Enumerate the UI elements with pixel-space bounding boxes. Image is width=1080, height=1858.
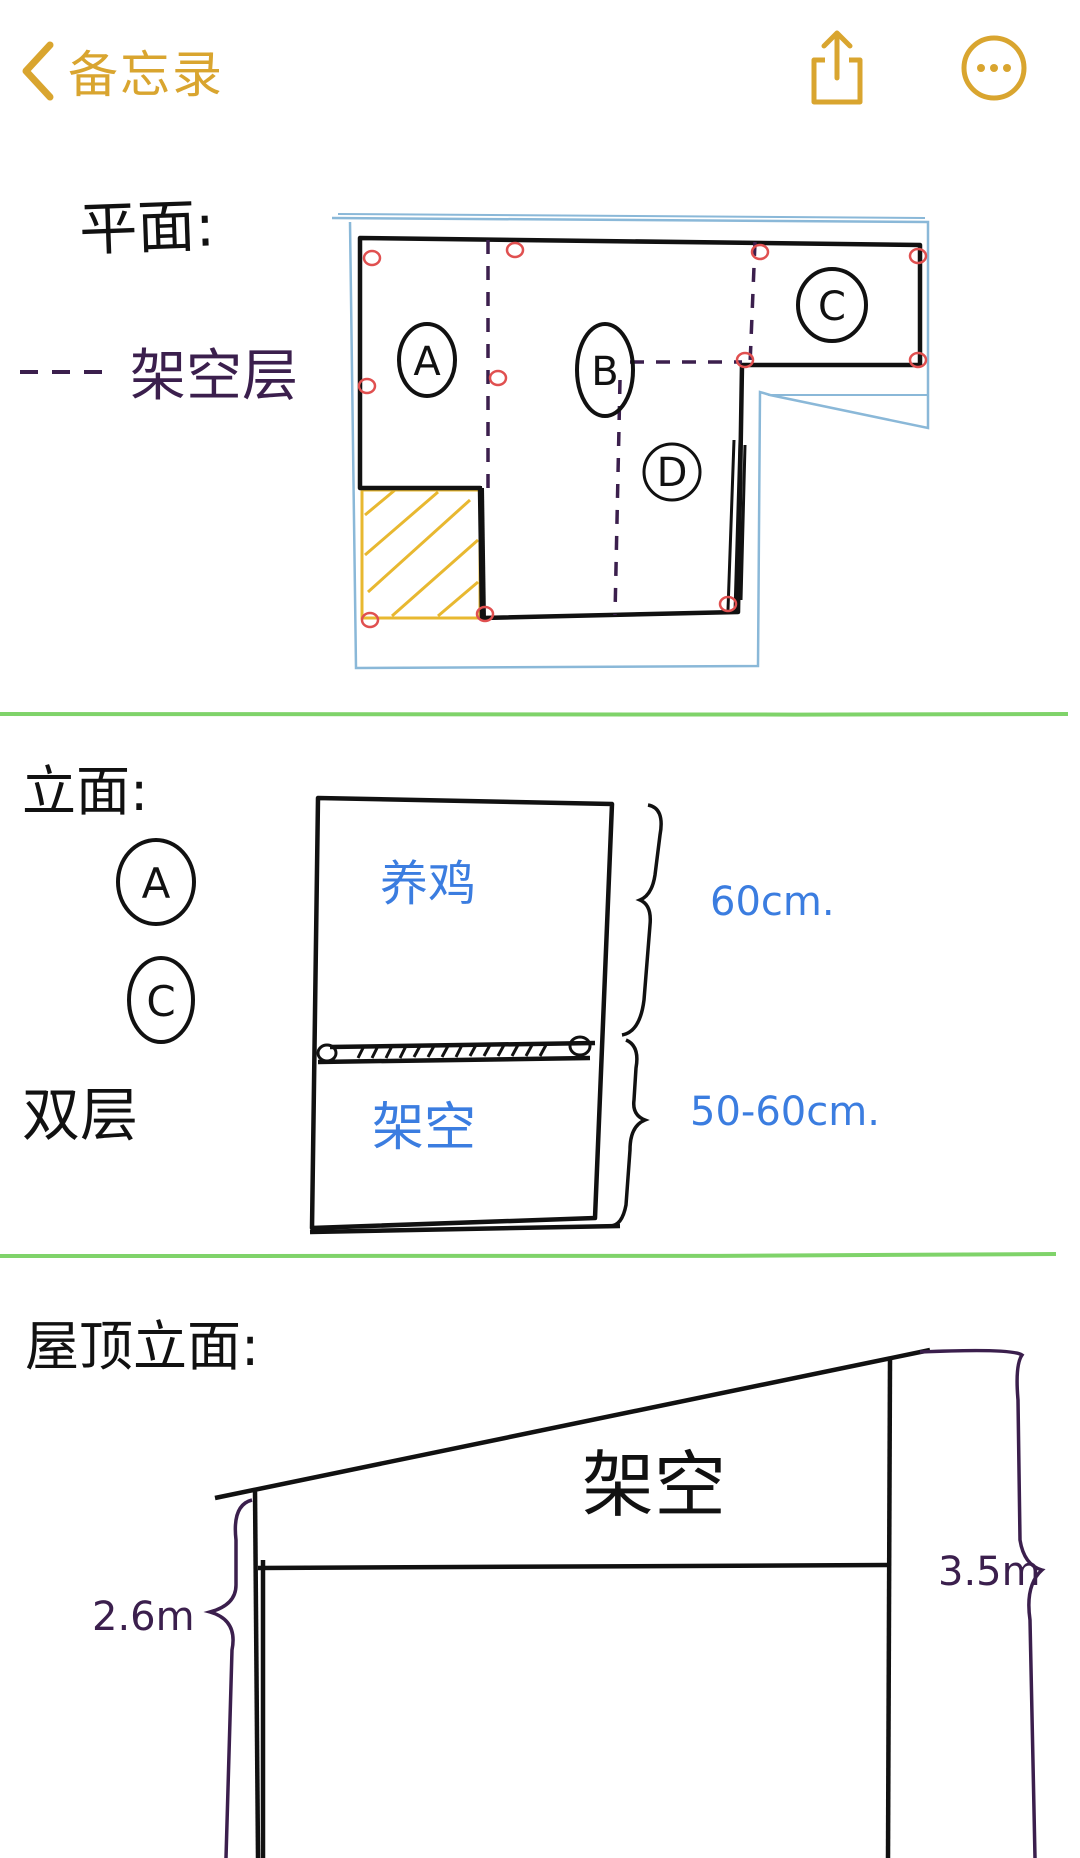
elevation-top-height: 60cm. xyxy=(710,879,835,925)
elevation-top-label: 养鸡 xyxy=(380,856,476,912)
elevation-marker-c: C xyxy=(146,977,175,1026)
plan-site-outline xyxy=(331,216,930,670)
plan-site-outline-inner xyxy=(337,213,928,396)
plan-column-markers xyxy=(357,241,928,629)
roof-left-brace xyxy=(203,1498,253,1858)
elevation-bottom-height: 50-60cm. xyxy=(690,1089,880,1135)
elevation-bottom-brace xyxy=(609,1038,650,1228)
back-button[interactable]: 备忘录 xyxy=(20,36,224,106)
elevation-bottom-label: 架空 xyxy=(372,1098,476,1158)
room-label-d: D xyxy=(657,450,688,496)
elevation-title: 立面: xyxy=(22,760,148,823)
elevation-markers: A C xyxy=(116,838,196,1044)
roof-drawing xyxy=(214,1347,931,1858)
elevation-marker-a: A xyxy=(142,859,171,908)
section-divider-2 xyxy=(0,1252,1057,1258)
share-button[interactable] xyxy=(806,28,868,108)
elevation-drawing xyxy=(309,795,621,1235)
roof-title: 屋顶立面: xyxy=(25,1315,259,1378)
navigation-bar: 备忘录 xyxy=(0,0,1080,150)
plan-building-outline xyxy=(357,235,923,621)
plan-hatched-area xyxy=(360,488,482,620)
roof-left-height: 2.6m xyxy=(92,1594,195,1640)
plan-dashed-partitions xyxy=(486,240,757,616)
plan-legend-label: 架空层 xyxy=(130,344,298,409)
elevation-top-brace xyxy=(621,803,663,1037)
chevron-left-icon xyxy=(20,41,54,101)
back-label: 备忘录 xyxy=(68,46,224,104)
more-button[interactable] xyxy=(960,34,1028,102)
share-icon xyxy=(806,30,868,112)
room-label-a: A xyxy=(413,339,441,385)
elevation-slab-hatch xyxy=(316,1035,592,1063)
roof-right-brace xyxy=(919,1348,1046,1858)
plan-title: 平面: xyxy=(78,191,216,264)
ellipsis-circle-icon xyxy=(960,35,1028,106)
section-divider xyxy=(0,711,1069,717)
double-layer-label: 双层 xyxy=(22,1081,138,1149)
room-label-b: B xyxy=(591,349,618,395)
roof-right-height: 3.5m xyxy=(938,1549,1041,1595)
roof-label: 架空 xyxy=(582,1443,726,1527)
plan-room-labels: A B C D xyxy=(397,267,868,502)
plan-legend: 架空层 xyxy=(20,344,298,409)
room-label-c: C xyxy=(818,284,846,330)
